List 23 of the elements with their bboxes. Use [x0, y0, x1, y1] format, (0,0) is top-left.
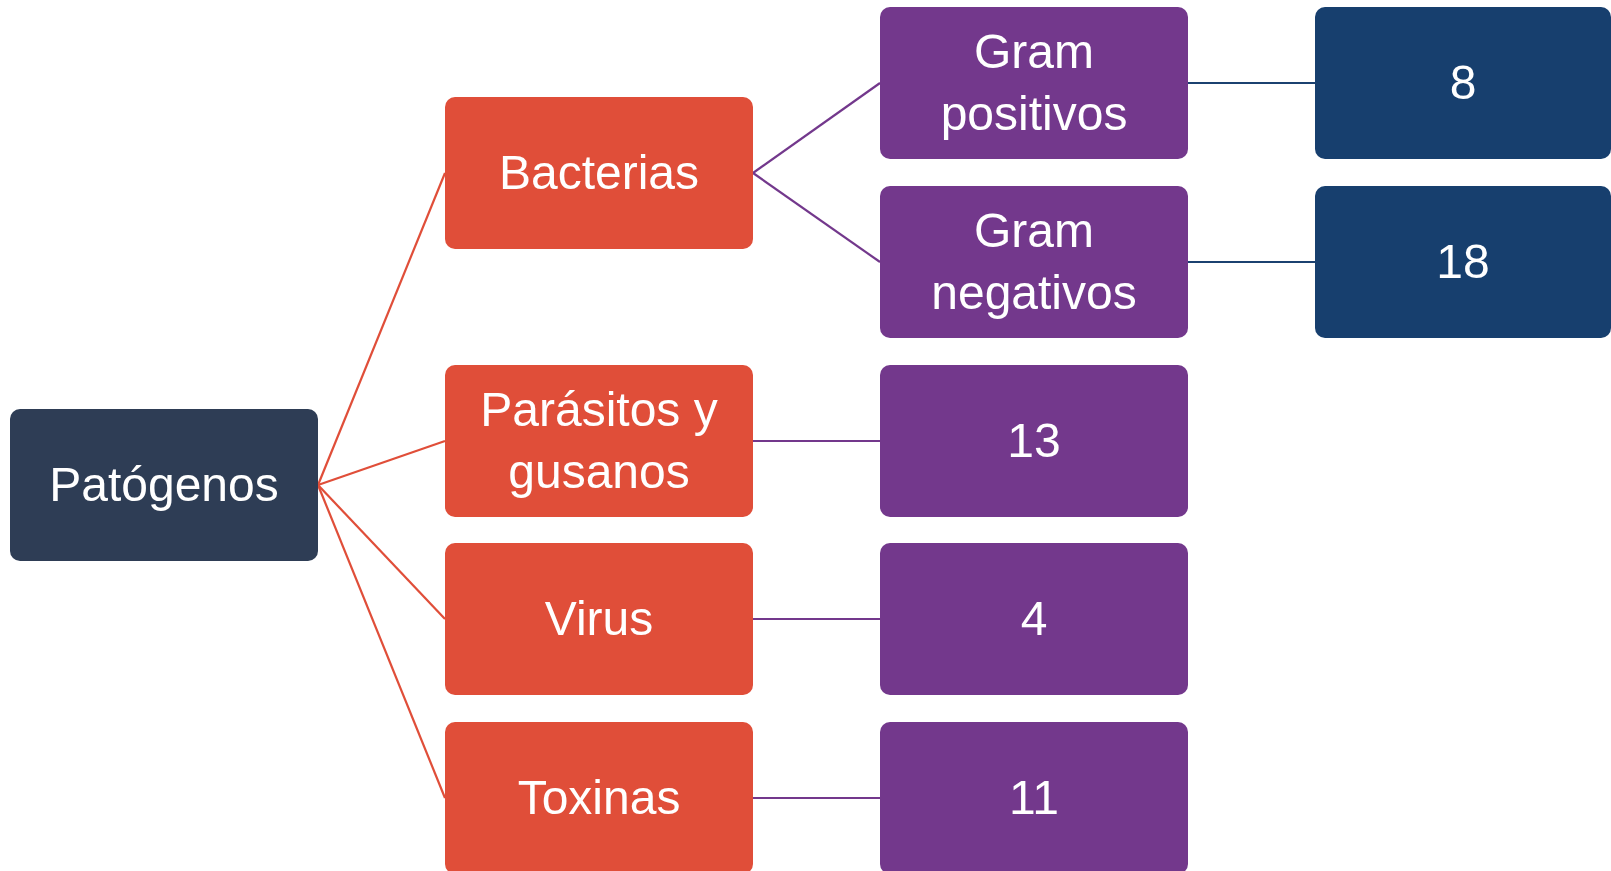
- connector-line: [317, 439, 446, 487]
- connector-line: [752, 172, 881, 263]
- connector-line: [317, 484, 446, 620]
- connector-line: [317, 172, 446, 486]
- connector-line: [753, 439, 880, 443]
- count-box: 4: [880, 543, 1188, 695]
- count-box: 13: [880, 365, 1188, 517]
- count-box: 8: [1315, 7, 1611, 159]
- connector-line: [1188, 260, 1315, 264]
- connector-line: [1188, 81, 1315, 85]
- subcategory-box: Gram negativos: [880, 186, 1188, 338]
- category-box: Virus: [445, 543, 753, 695]
- root-box: Patógenos: [10, 409, 318, 561]
- connector-line: [753, 796, 880, 800]
- connector-line: [752, 82, 881, 174]
- count-box: 18: [1315, 186, 1611, 338]
- category-box: Toxinas: [445, 722, 753, 871]
- category-box: Bacterias: [445, 97, 753, 249]
- connector-line: [753, 617, 880, 621]
- category-box: Parásitos y gusanos: [445, 365, 753, 517]
- connector-line: [317, 484, 446, 799]
- subcategory-box: Gram positivos: [880, 7, 1188, 159]
- count-box: 11: [880, 722, 1188, 871]
